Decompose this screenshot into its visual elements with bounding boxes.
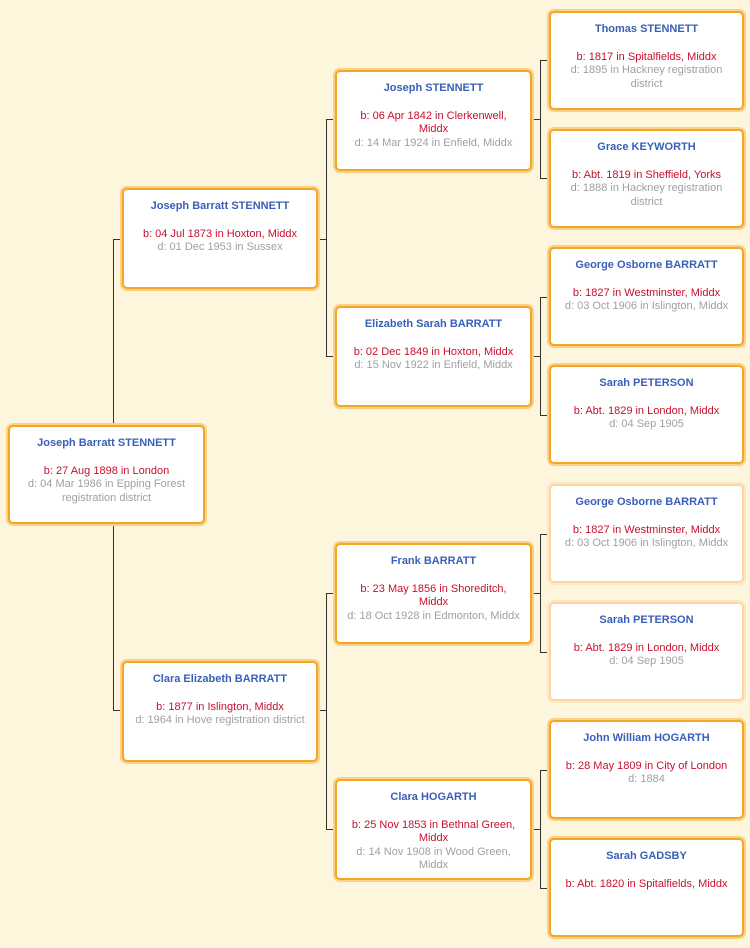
person-death: d: 03 Oct 1906 in Islington, Middx — [564, 537, 729, 549]
person-card-maternal-grandfather[interactable]: Frank BARRATT b: 23 May 1856 in Shoredit… — [335, 543, 532, 644]
person-name: Clara HOGARTH — [390, 791, 477, 803]
person-birth: b: 1877 in Islington, Middx — [156, 700, 284, 713]
person-death: d: 1895 in Hackney registration district — [570, 64, 723, 90]
connector-mother-parents — [319, 593, 334, 830]
person-name: Sarah PETERSON — [599, 614, 694, 626]
person-birth: b: Abt. 1820 in Spitalfields, Middx — [565, 877, 728, 890]
person-card-mmm[interactable]: Sarah GADSBY b: Abt. 1820 in Spitalfield… — [549, 838, 744, 937]
person-card-mff[interactable]: George Osborne BARRATT b: 1827 in Westmi… — [549, 484, 744, 583]
person-name: George Osborne BARRATT — [575, 496, 718, 508]
person-name: George Osborne BARRATT — [575, 259, 718, 271]
connector-mm-parents — [533, 770, 548, 889]
person-birth: b: 06 Apr 1842 in Clerkenwell, Middx — [360, 109, 507, 136]
person-death: d: 14 Mar 1924 in Enfield, Middx — [354, 136, 513, 149]
person-card-mmf[interactable]: John William HOGARTH b: 28 May 1809 in C… — [549, 720, 744, 819]
person-name: Clara Elizabeth BARRATT — [152, 673, 288, 685]
person-death: d: 18 Oct 1928 in Edmonton, Middx — [347, 609, 520, 622]
person-name: Joseph Barratt STENNETT — [150, 200, 290, 212]
person-name: Grace KEYWORTH — [597, 141, 696, 153]
person-name: Sarah GADSBY — [606, 850, 687, 862]
person-name: Joseph STENNETT — [383, 82, 484, 94]
person-card-ffm[interactable]: Grace KEYWORTH b: Abt. 1819 in Sheffield… — [549, 129, 744, 228]
person-card-maternal-grandmother[interactable]: Clara HOGARTH b: 25 Nov 1853 in Bethnal … — [335, 779, 532, 880]
person-card-paternal-grandmother[interactable]: Elizabeth Sarah BARRATT b: 02 Dec 1849 i… — [335, 306, 532, 407]
person-birth: b: 02 Dec 1849 in Hoxton, Middx — [353, 345, 514, 358]
person-card-fff[interactable]: Thomas STENNETT b: 1817 in Spitalfields,… — [549, 11, 744, 110]
person-name: Elizabeth Sarah BARRATT — [364, 318, 503, 330]
person-card-paternal-grandfather[interactable]: Joseph STENNETT b: 06 Apr 1842 in Clerke… — [335, 70, 532, 171]
person-death: d: 04 Mar 1986 in Epping Forest registra… — [27, 478, 186, 504]
person-death: d: 01 Dec 1953 in Sussex — [157, 241, 283, 253]
person-death: d: 14 Nov 1908 in Wood Green, Middx — [356, 845, 511, 872]
person-card-mfm[interactable]: Sarah PETERSON b: Abt. 1829 in London, M… — [549, 602, 744, 701]
person-birth: b: 23 May 1856 in Shoreditch, Middx — [360, 582, 507, 609]
person-death: d: 03 Oct 1906 in Islington, Middx — [564, 300, 729, 312]
person-death: d: 15 Nov 1922 in Enfield, Middx — [354, 359, 513, 371]
person-death: d: 1888 in Hackney registration district — [570, 182, 723, 208]
person-name: Frank BARRATT — [390, 555, 477, 567]
person-name: John William HOGARTH — [583, 732, 710, 744]
person-birth: b: 1817 in Spitalfields, Middx — [576, 50, 717, 63]
person-birth: b: 28 May 1809 in City of London — [565, 759, 728, 772]
person-birth: b: 1827 in Westminster, Middx — [572, 523, 721, 536]
person-birth: b: Abt. 1829 in London, Middx — [573, 641, 720, 654]
person-card-fmm[interactable]: Sarah PETERSON b: Abt. 1829 in London, M… — [549, 365, 744, 464]
person-card-root[interactable]: Joseph Barratt STENNETT b: 27 Aug 1898 i… — [8, 425, 205, 524]
person-birth: b: Abt. 1819 in Sheffield, Yorks — [571, 168, 722, 181]
person-birth: b: Abt. 1829 in London, Middx — [573, 404, 720, 417]
person-card-mother[interactable]: Clara Elizabeth BARRATT b: 1877 in Islin… — [122, 661, 318, 762]
person-death: d: 1884 — [628, 773, 665, 785]
person-card-fmf[interactable]: George Osborne BARRATT b: 1827 in Westmi… — [549, 247, 744, 346]
person-birth: b: 25 Nov 1853 in Bethnal Green, Middx — [351, 818, 516, 845]
person-death: d: 04 Sep 1905 — [609, 418, 684, 430]
person-card-father[interactable]: Joseph Barratt STENNETT b: 04 Jul 1873 i… — [122, 188, 318, 289]
connector-father-parents — [319, 119, 334, 357]
person-death: d: 04 Sep 1905 — [609, 655, 684, 667]
connector-fm-parents — [533, 297, 548, 416]
person-name: Thomas STENNETT — [594, 23, 699, 35]
connector-ff-parents — [533, 60, 548, 179]
person-birth: b: 27 Aug 1898 in London — [43, 464, 170, 477]
connector-mf-parents — [533, 534, 548, 653]
person-birth: b: 04 Jul 1873 in Hoxton, Middx — [142, 227, 298, 240]
person-birth: b: 1827 in Westminster, Middx — [572, 286, 721, 299]
person-name: Joseph Barratt STENNETT — [37, 437, 176, 449]
person-death: d: 1964 in Hove registration district — [135, 714, 305, 726]
person-name: Sarah PETERSON — [599, 377, 694, 389]
